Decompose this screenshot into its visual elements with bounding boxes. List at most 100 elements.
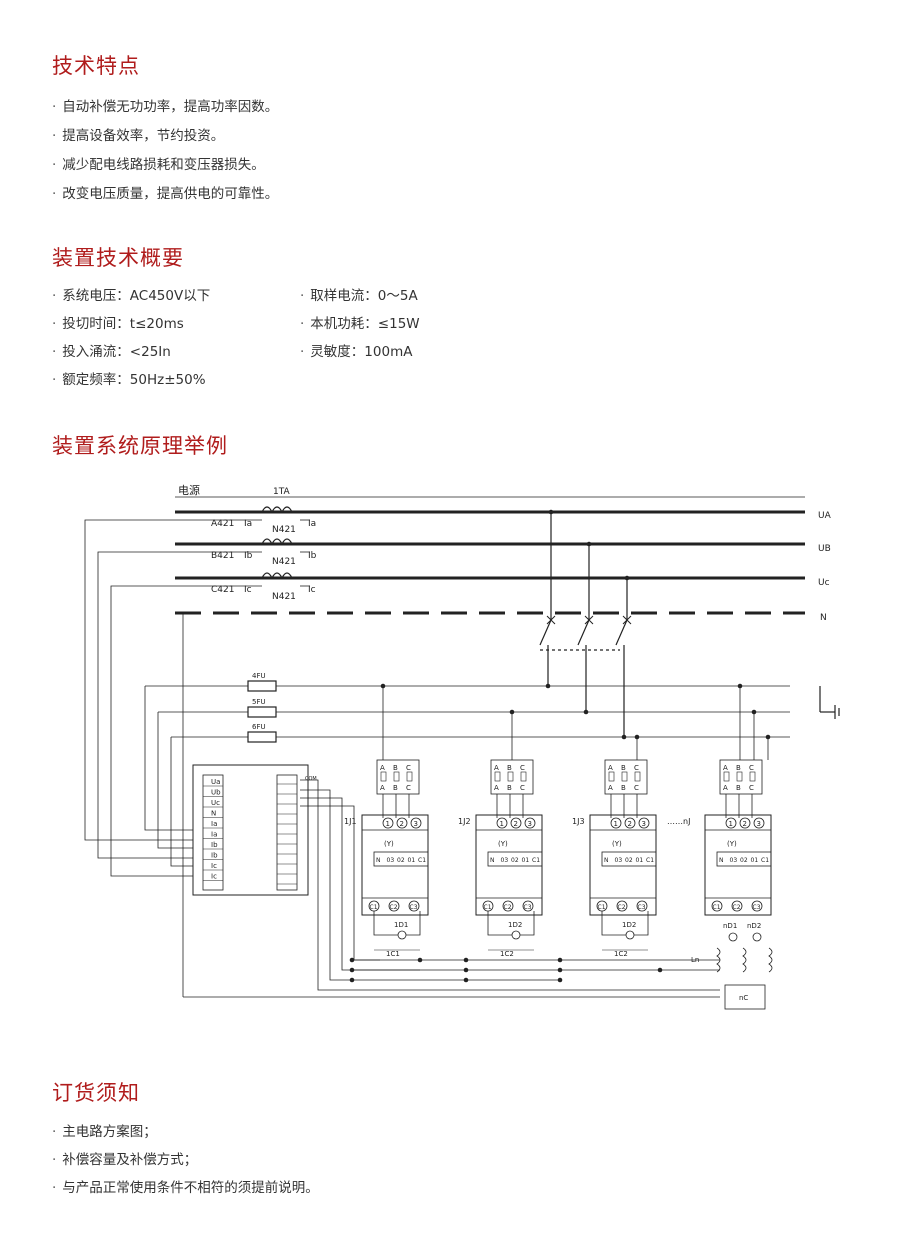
signal-terminal-label: C1 — [418, 857, 426, 864]
fuse-element — [608, 771, 615, 782]
terminal-number: C3 — [753, 904, 761, 911]
diagram-title: 装置系统原理举例 — [52, 434, 228, 458]
line-label-b: B421 — [211, 551, 234, 561]
terminal-circle — [624, 817, 636, 829]
junction-dot — [657, 967, 663, 973]
junction-dot — [463, 967, 469, 973]
ct-out-a: Ia — [244, 519, 252, 529]
capacitor-bank — [724, 984, 766, 1010]
phase-letter: B — [507, 764, 512, 772]
phase-letter: C — [406, 784, 411, 792]
ic-label: Ic — [308, 585, 316, 595]
signal-terminal-strip — [601, 851, 657, 867]
terminal-circle — [382, 817, 394, 829]
signal-terminal-label: 01 — [636, 857, 644, 864]
terminal-number: C2 — [618, 904, 626, 911]
ct-coil-a — [261, 506, 293, 514]
signal-terminal-label: 02 — [740, 857, 748, 864]
signal-terminal-label: N — [604, 857, 609, 864]
phase-letter: B — [621, 784, 626, 792]
terminal-number: C3 — [638, 904, 646, 911]
bus-label-uc: Uc — [818, 578, 830, 588]
reactor-coil-icon — [716, 947, 721, 973]
terminal-circle — [502, 900, 514, 912]
terminal-circle — [510, 817, 522, 829]
terminal-number: 2 — [400, 820, 404, 828]
breaker-contact — [546, 615, 556, 625]
breaker-contact — [584, 615, 594, 625]
terminal-number: 3 — [757, 820, 761, 828]
fuse-element — [621, 771, 628, 782]
terminal-number: C2 — [733, 904, 741, 911]
capacitor-label: nC — [739, 994, 748, 1002]
signal-terminal-strip — [487, 851, 543, 867]
wiring-mode-label: (Y) — [612, 840, 622, 848]
spec-item: ·灵敏度：100mA — [300, 344, 413, 360]
indicator-lamp-icon — [728, 932, 738, 942]
terminal-circle — [731, 900, 743, 912]
junction-dots — [349, 509, 771, 983]
phase-letter: A — [723, 764, 728, 772]
lamp-label: 1D2 — [622, 921, 636, 929]
controller-terminal-label: Ic — [211, 873, 217, 881]
junction-dot — [737, 683, 743, 689]
signal-terminal-label: 03 — [615, 857, 623, 864]
signal-terminal-label: C1 — [761, 857, 769, 864]
signal-terminal-label: 02 — [397, 857, 405, 864]
terminal-number: C1 — [713, 904, 721, 911]
phase-letter: C — [749, 784, 754, 792]
junction-dot — [380, 683, 386, 689]
specs-title: 装置技术概要 — [52, 246, 184, 270]
fuse-element — [494, 771, 501, 782]
ordering-item: ·与产品正常使用条件不相符的须提前说明。 — [52, 1180, 319, 1196]
controller-terminal-label: Ib — [211, 841, 218, 849]
junction-dot — [463, 957, 469, 963]
ct-label: 1TA — [273, 487, 291, 497]
fuse-5fu — [247, 706, 277, 718]
signal-terminal-label: N — [719, 857, 724, 864]
unit-label: 1J1 — [344, 817, 357, 826]
terminal-circle — [711, 900, 723, 912]
junction-dot — [463, 977, 469, 983]
com-label: COM — [305, 776, 317, 782]
junction-dot — [624, 575, 630, 581]
breaker-contact — [622, 615, 632, 625]
feature-item: ·减少配电线路损耗和变压器损失。 — [52, 157, 265, 173]
spec-item: ·本机功耗：≤15W — [300, 316, 420, 332]
phase-letter: C — [520, 764, 525, 772]
ordering-item: ·补偿容量及补偿方式； — [52, 1152, 198, 1168]
line-label-a: A421 — [211, 519, 234, 529]
junction-dot — [557, 957, 563, 963]
lamp-wire — [487, 911, 535, 936]
terminal-circle — [616, 900, 628, 912]
fuse-box — [490, 759, 534, 795]
terminal-number: C2 — [504, 904, 512, 911]
signal-terminal-label: N — [490, 857, 495, 864]
phase-letter: A — [494, 764, 499, 772]
signal-terminal-label: 02 — [625, 857, 633, 864]
terminal-number: C3 — [410, 904, 418, 911]
terminal-number: 3 — [414, 820, 418, 828]
fuse-element — [507, 771, 514, 782]
unit-label: 1J2 — [458, 817, 471, 826]
unit-label: 1J3 — [572, 817, 585, 826]
signal-terminal-label: 01 — [751, 857, 759, 864]
terminal-number: 3 — [642, 820, 646, 828]
ct-out-c: Ic — [244, 585, 252, 595]
terminal-circle — [410, 817, 422, 829]
controller-terminal-label: Uc — [211, 799, 220, 807]
terminal-circle — [524, 817, 536, 829]
bus-label-n: N — [820, 613, 827, 623]
junction-dot — [751, 709, 757, 715]
controller-terminal-label: Ia — [211, 831, 217, 839]
spec-item: ·系统电压：AC450V以下 — [52, 288, 211, 304]
ordering-title: 订货须知 — [52, 1081, 140, 1105]
controller-terminal-label: Ic — [211, 862, 217, 870]
phase-letter: C — [749, 764, 754, 772]
phase-letter: A — [608, 784, 613, 792]
terminal-circle — [396, 817, 408, 829]
feature-item: ·改变电压质量，提高供电的可靠性。 — [52, 186, 279, 202]
capacitor-label: 1C1 — [386, 950, 400, 958]
signal-terminal-strip — [373, 851, 429, 867]
